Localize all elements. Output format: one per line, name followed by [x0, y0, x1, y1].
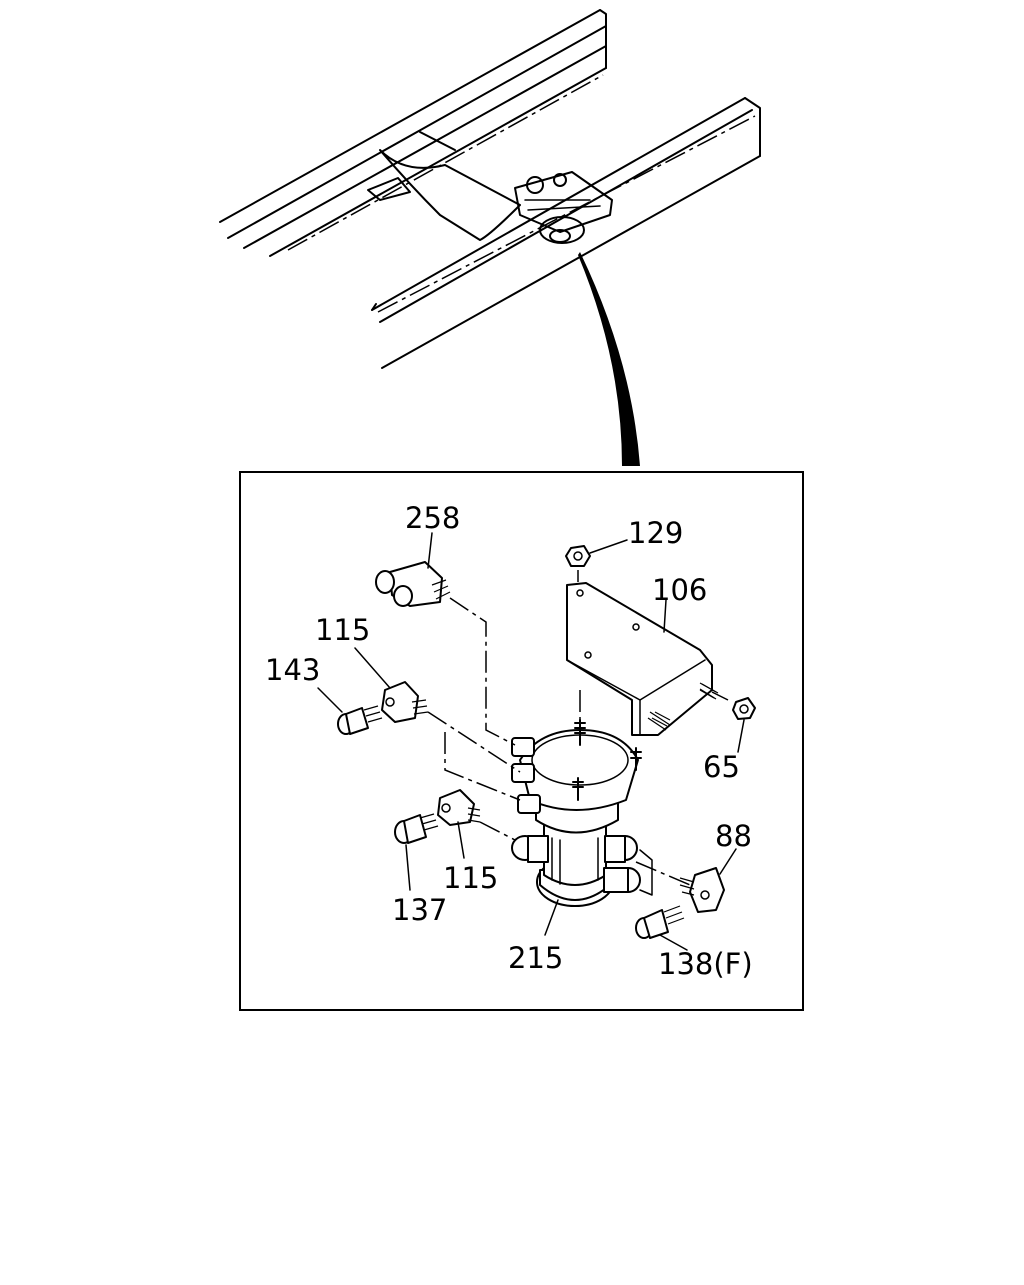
callout-label-129: 129 [628, 516, 683, 550]
fitting-143-icon [337, 705, 383, 735]
nut-65-icon [732, 697, 756, 720]
chassis-frame [219, 9, 761, 466]
callout-label-115-upper: 115 [315, 613, 370, 647]
callout-label-138-f: 138(F) [658, 947, 753, 981]
connector-115-lower-icon [437, 789, 481, 826]
callout-label-215: 215 [508, 941, 563, 975]
callout-label-115-lower: 115 [443, 861, 498, 895]
callout-label-258: 258 [405, 501, 460, 535]
fitting-138-icon [635, 905, 685, 939]
frame-valve-icon [514, 171, 613, 244]
detail-frame [239, 471, 804, 1011]
connector-88-icon [679, 867, 725, 913]
relay-valve-215 [511, 719, 653, 907]
callout-label-65: 65 [703, 750, 740, 784]
bracket-106 [566, 582, 719, 736]
callout-label-137: 137 [392, 893, 447, 927]
fitting-137-icon [394, 813, 439, 844]
alignment-lines [427, 570, 729, 886]
detail-leader-wedge [578, 252, 640, 466]
callout-labels: 258 129 106 115 143 65 88 115 137 215 13… [265, 501, 753, 981]
connector-115-upper-icon [381, 681, 429, 723]
callout-label-106: 106 [652, 573, 707, 607]
callout-leaders [317, 532, 745, 951]
elbow-fitting-258-icon [375, 561, 451, 607]
callout-label-143: 143 [265, 653, 320, 687]
nut-129-icon [565, 545, 591, 567]
callout-label-88: 88 [715, 819, 752, 853]
